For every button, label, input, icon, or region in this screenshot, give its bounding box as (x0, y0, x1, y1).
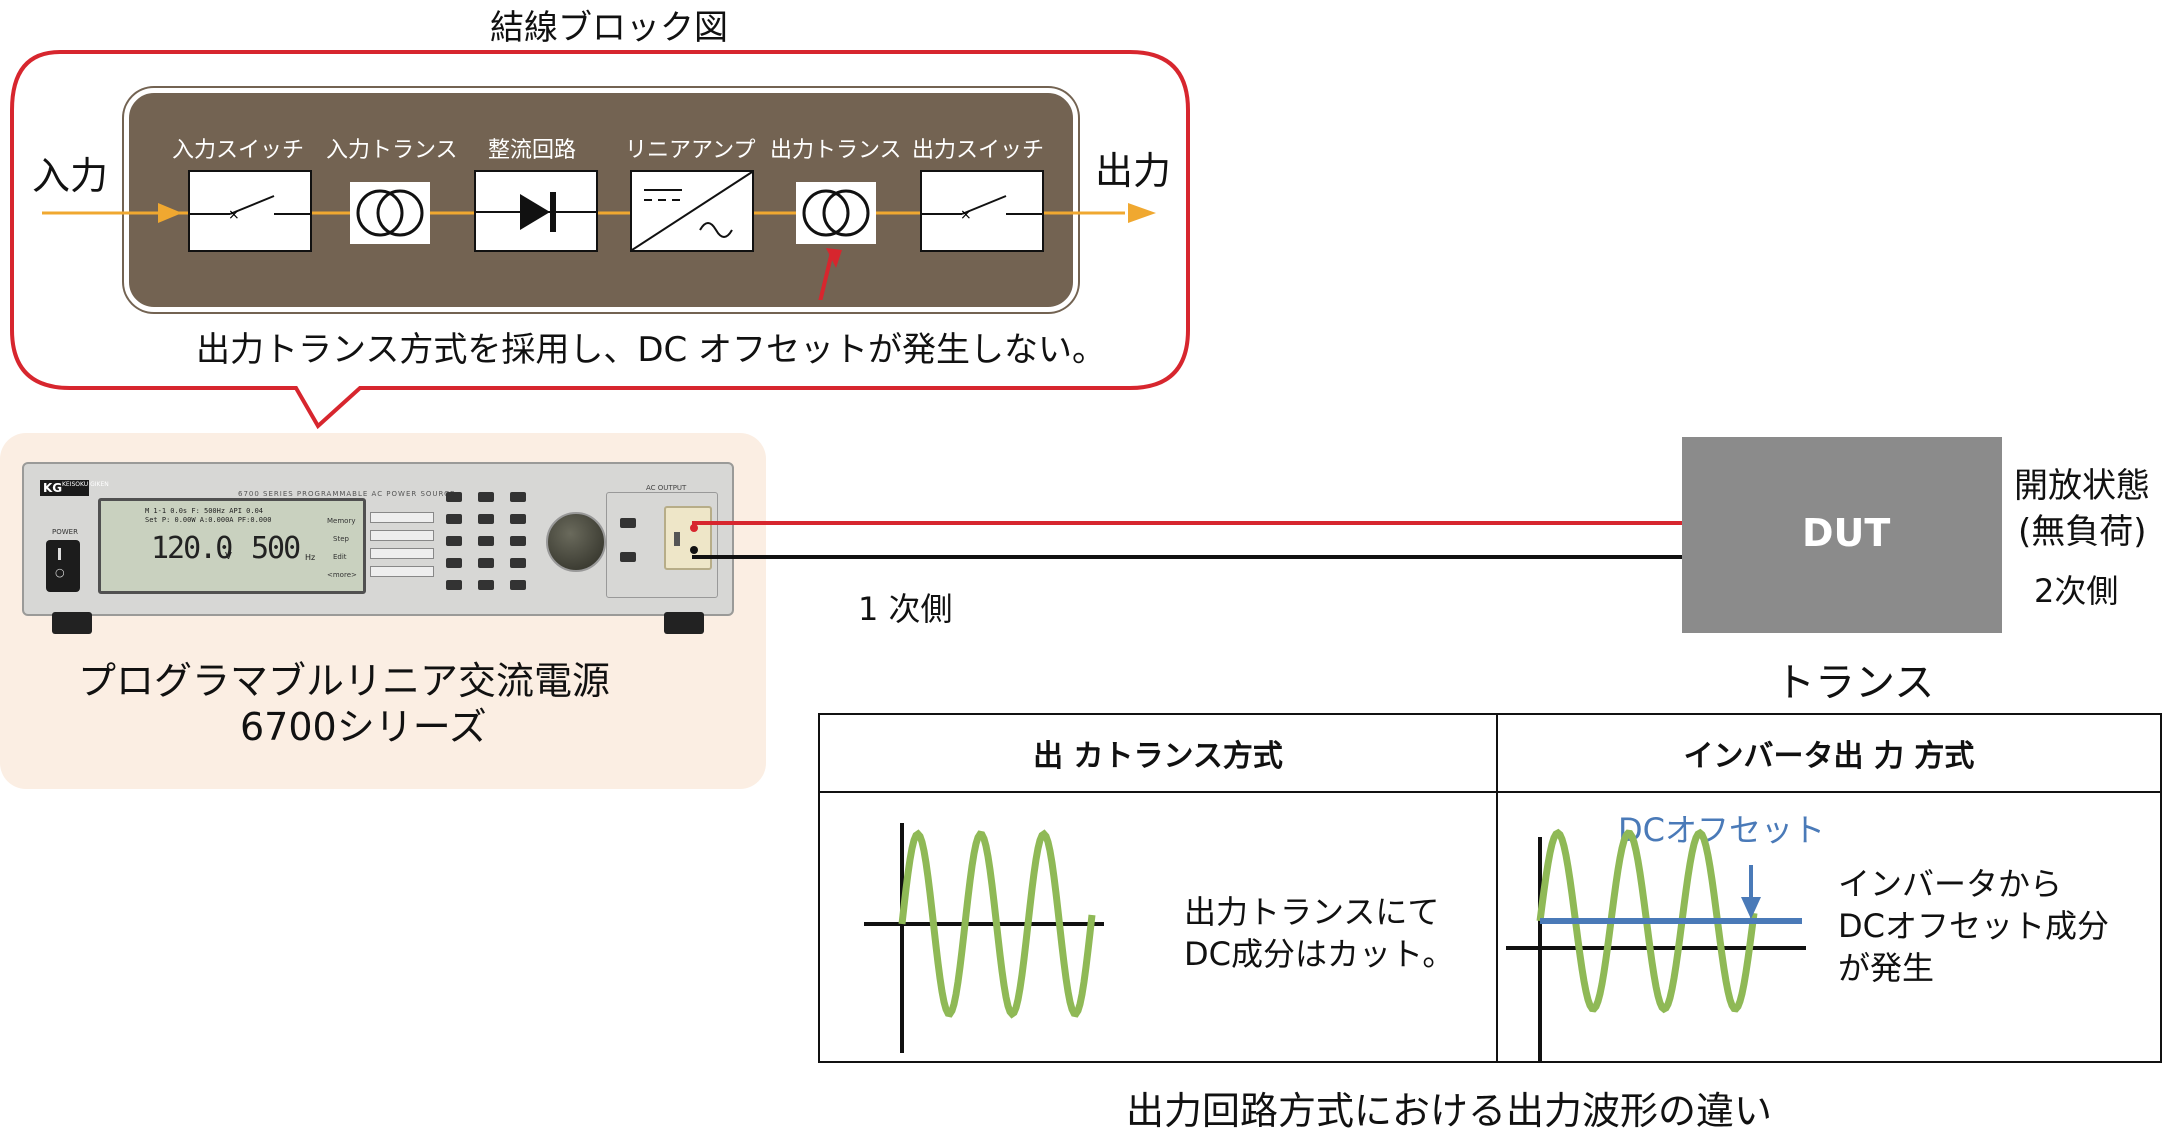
input-transformer-icon (350, 182, 430, 244)
keypad-key[interactable] (510, 536, 526, 546)
series-text: 6700 SERIES PROGRAMMABLE AC POWER SOURCE (238, 490, 456, 498)
output-button-2[interactable] (620, 552, 636, 562)
block-label-linear-amp: リニアアンプ (625, 138, 756, 163)
output-buttons (606, 492, 718, 598)
dut-state-line1: 開放状態 (2014, 466, 2150, 506)
primary-side-label: 1 次側 (858, 590, 953, 628)
rotary-knob[interactable] (546, 512, 606, 572)
power-off-symbol: ○ (55, 566, 65, 579)
block-label-input-switch: 入力スイッチ (172, 138, 305, 163)
softkey-label-edit: Edit (333, 553, 347, 561)
dc-offset-label: DCオフセット (1618, 811, 1825, 849)
socket-terminal-black (690, 546, 698, 554)
dut-box: DUT (1682, 437, 2002, 633)
rectifier-block (474, 170, 598, 252)
col2-header-text: インバータ出 力 方式 (1683, 739, 1975, 774)
keypad-key[interactable] (510, 514, 526, 524)
keypad-key[interactable] (478, 492, 494, 502)
keypad-key[interactable] (446, 536, 462, 546)
softkey-label-more: <more> (327, 571, 357, 579)
keypad-key[interactable] (446, 580, 462, 590)
dut-label: DUT (1802, 511, 1891, 555)
col2-text-line3: が発生 (1838, 949, 1935, 987)
linear-amp-block (630, 170, 754, 252)
col1-cell: 出力トランスにて DC成分はカット。 (818, 791, 1498, 1063)
softkey-3[interactable] (370, 548, 434, 559)
diode-icon (476, 192, 596, 232)
dut-state-line2: (無負荷) (2018, 512, 2147, 552)
output-socket (664, 506, 712, 570)
dc-ac-converter-icon (631, 171, 753, 251)
socket-slot (674, 532, 680, 546)
col1-header-text: 出 カトランス方式 (1033, 739, 1283, 774)
col2-header: インバータ出 力 方式 (1496, 713, 2162, 793)
block-label-output-switch: 出力スイッチ (912, 138, 1045, 163)
keypad-key[interactable] (510, 492, 526, 502)
lcd-voltage: 120.0 (151, 531, 233, 566)
switch-icon: × (190, 195, 310, 223)
output-button-1[interactable] (620, 518, 636, 528)
secondary-side-label: 2次側 (2034, 572, 2119, 610)
socket-terminal-red (690, 524, 698, 532)
switch-icon: × (922, 195, 1042, 223)
keypad (446, 492, 536, 596)
col1-text-line2: DC成分はカット。 (1184, 935, 1455, 973)
col1-header: 出 カトランス方式 (818, 713, 1498, 793)
output-transformer-icon (796, 182, 876, 244)
dut-caption: トランス (1775, 660, 1935, 706)
brand-logo: KG (40, 480, 89, 496)
softkey-1[interactable] (370, 512, 434, 523)
svg-text:×: × (228, 207, 240, 223)
col1-text-line1: 出力トランスにて (1184, 893, 1440, 931)
keypad-key[interactable] (446, 558, 462, 568)
brand-subtitle: KEISOKU GIKEN (62, 481, 109, 488)
device-caption-1: プログラマブルリニア交流電源 (78, 659, 611, 703)
ac-output-label: AC OUTPUT (646, 484, 687, 492)
lcd-display: M 1-1 0.0s F: 500Hz API 0.04 Set P: 0.00… (98, 498, 366, 594)
output-switch-block: × (920, 170, 1044, 252)
keypad-key[interactable] (510, 580, 526, 590)
softkey-label-step: Step (333, 535, 349, 543)
block-label-rectifier: 整流回路 (488, 138, 577, 163)
comparison-caption: 出力回路方式における出力波形の違い (1126, 1089, 1773, 1133)
block-diagram-title: 結線ブロック図 (490, 8, 728, 48)
keypad-key[interactable] (446, 514, 462, 524)
col2-cell: DCオフセット インバータから DCオフセット成分 が発生 (1496, 791, 2162, 1063)
keypad-key[interactable] (478, 580, 494, 590)
callout-note: 出力トランス方式を採用し、DC オフセットが発生しない。 (196, 330, 1107, 370)
lcd-frequency-unit: Hz (305, 553, 316, 562)
col2-text-line2: DCオフセット成分 (1838, 907, 2109, 945)
col2-text-line1: インバータから (1838, 865, 2063, 903)
lcd-voltage-unit: V (225, 551, 232, 562)
brand-text: KG (43, 481, 63, 495)
svg-text:×: × (960, 207, 972, 223)
device-caption-2: 6700シリーズ (240, 705, 487, 749)
device-foot-left (52, 612, 92, 634)
lcd-frequency: 500 (251, 531, 301, 566)
comparison-table: 出 カトランス方式 インバータ出 力 方式 出力トランスにて DC成分はカット。… (818, 713, 2162, 1063)
wiring (692, 521, 1682, 559)
sine-wave-inverter (1506, 828, 1806, 1063)
keypad-key[interactable] (446, 492, 462, 502)
softkey-label-memory: Memory (327, 517, 356, 525)
keypad-key[interactable] (510, 558, 526, 568)
softkey-2[interactable] (370, 530, 434, 541)
power-switch[interactable]: ○ (46, 540, 80, 592)
power-label: POWER (52, 528, 78, 536)
device-foot-right (664, 612, 704, 634)
lcd-line2: Set P: 0.00W A:0.000A PF:0.000 (145, 516, 272, 524)
keypad-key[interactable] (478, 514, 494, 524)
keypad-key[interactable] (478, 536, 494, 546)
softkey-4[interactable] (370, 566, 434, 577)
keypad-key[interactable] (478, 558, 494, 568)
lcd-line1: M 1-1 0.0s F: 500Hz API 0.04 (145, 507, 264, 515)
input-switch-block: × (188, 170, 312, 252)
output-label: 出力 (1095, 149, 1172, 193)
block-label-output-transformer: 出力トランス (770, 138, 902, 163)
block-label-input-transformer: 入力トランス (326, 138, 458, 163)
input-label: 入力 (32, 154, 109, 198)
sine-wave-transformer (864, 823, 1104, 1053)
